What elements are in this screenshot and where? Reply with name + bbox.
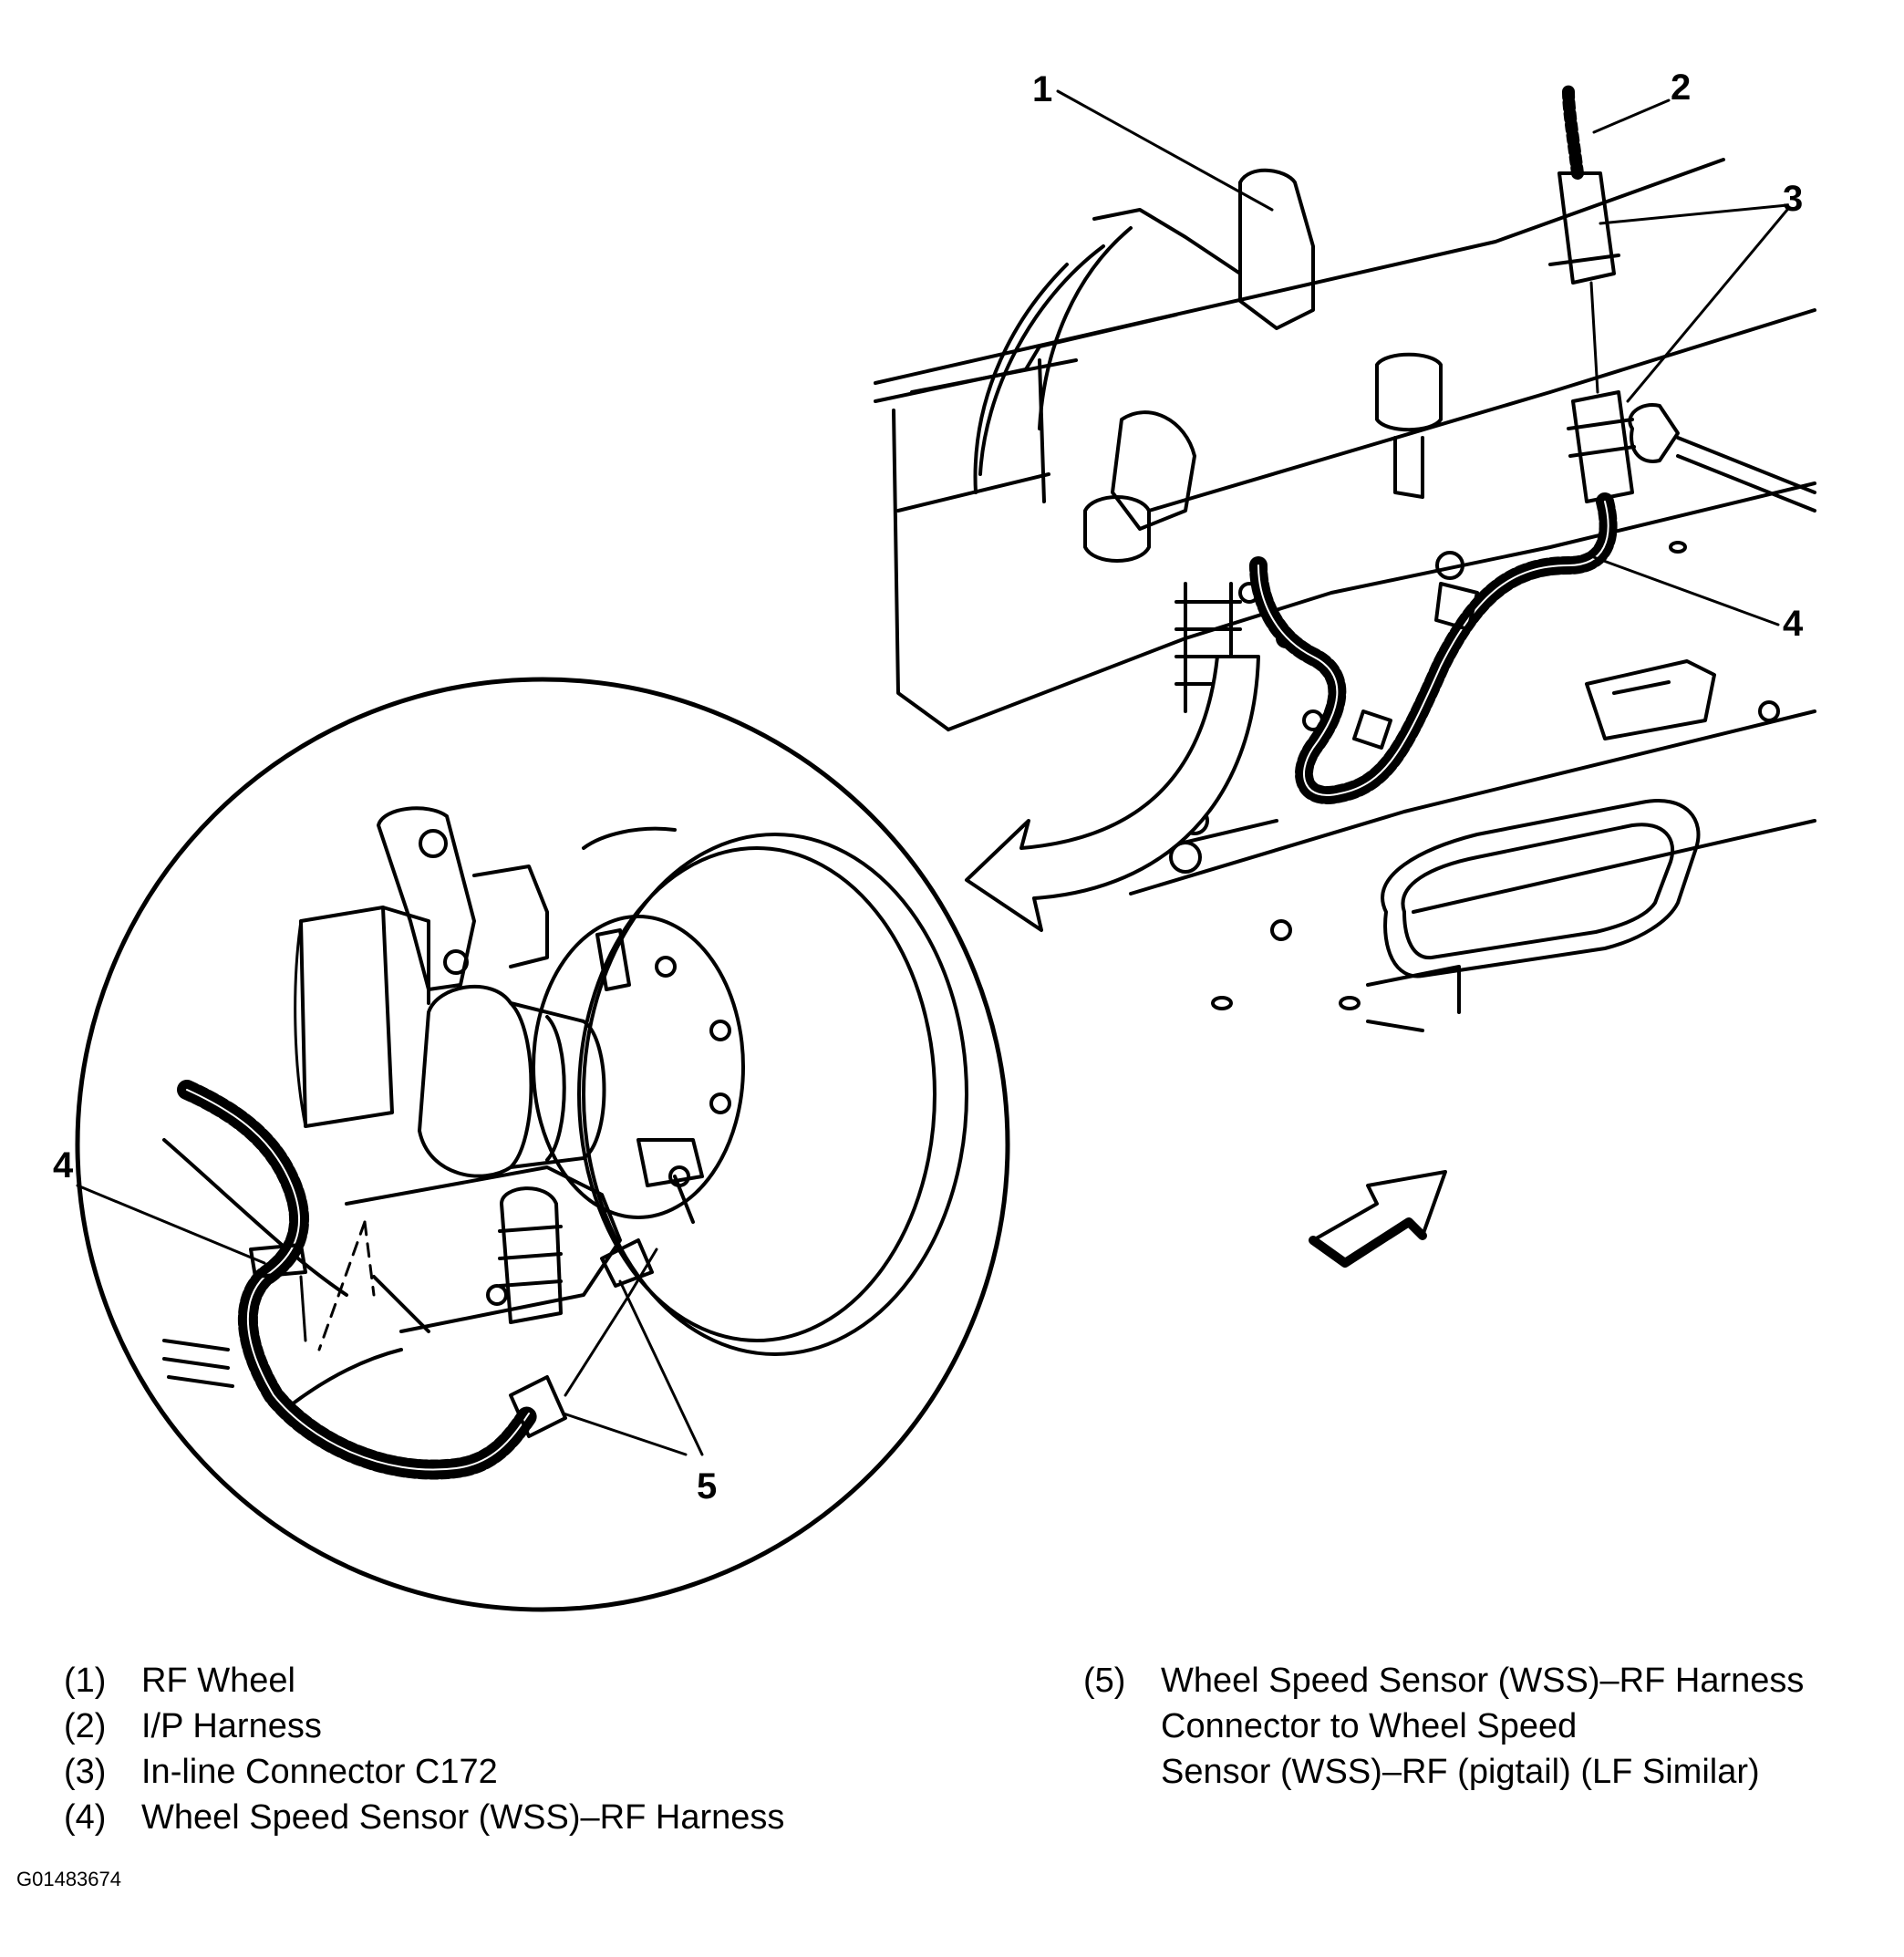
- leader-lines: [76, 89, 1789, 1456]
- legend-item: (3) In-line Connector C172: [64, 1749, 784, 1795]
- legend-number: (3): [64, 1753, 107, 1791]
- legend-number: (5): [1083, 1662, 1126, 1700]
- detail-circle: [75, 677, 1010, 1612]
- legend-text: Wheel Speed Sensor (WSS)–RF Harness Conn…: [1161, 1662, 1805, 1791]
- legend-number: (4): [64, 1798, 107, 1837]
- legend-item: (4) Wheel Speed Sensor (WSS)–RF Harness: [64, 1795, 784, 1840]
- legend-number: (2): [64, 1707, 107, 1745]
- legend-number: (1): [64, 1662, 107, 1700]
- callout-3: 3: [1783, 179, 1804, 219]
- legend-right: (5) Wheel Speed Sensor (WSS)–RF Harness …: [1083, 1658, 1804, 1795]
- legend-text: In-line Connector C172: [141, 1753, 498, 1791]
- figure-id: G01483674: [16, 1868, 121, 1890]
- legend-item: (2) I/P Harness: [64, 1703, 784, 1749]
- legend-text: I/P Harness: [141, 1707, 322, 1745]
- callout-4-detail: 4: [53, 1145, 74, 1186]
- legend-text: Wheel Speed Sensor (WSS)–RF Harness: [141, 1798, 785, 1837]
- legend-item: (1) RF Wheel: [64, 1658, 784, 1703]
- callout-5: 5: [697, 1466, 718, 1507]
- legend-text: RF Wheel: [141, 1662, 295, 1700]
- legend-left: (1) RF Wheel (2) I/P Harness (3) In-line…: [64, 1658, 784, 1840]
- legend-item: (5) Wheel Speed Sensor (WSS)–RF Harness …: [1083, 1658, 1804, 1795]
- vehicle-frame-view: [874, 85, 1816, 1032]
- detail-arrow: [965, 655, 1260, 932]
- callout-2: 2: [1671, 67, 1692, 108]
- callout-4-top: 4: [1783, 604, 1804, 644]
- front-direction-arrow: [1309, 1170, 1447, 1268]
- callout-1: 1: [1032, 69, 1053, 109]
